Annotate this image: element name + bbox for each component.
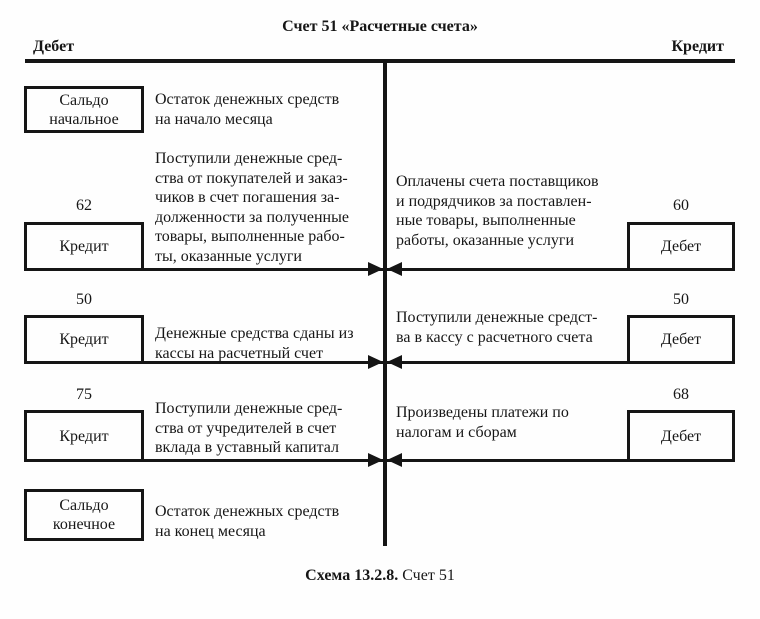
corresponding-account-62-credit-box: Кредит [24,222,144,271]
entry-75-description: Поступили денежные сред- ства от учредит… [155,400,343,456]
account-title: Счет 51 «Расчетные счета» [282,18,478,35]
arrow-left-icon [387,355,402,369]
credit-side-header: Кредит [671,38,724,55]
figure-caption: Схема 13.2.8. Счет 51 [0,567,760,585]
entry-50-right-description: Поступили денежные средст- ва в кассу с … [396,309,598,346]
arrow-shaft [140,268,383,271]
closing-balance-box: Сальдо конечное [24,489,144,541]
entry-62-description: Поступили денежные сред- ства от покупат… [155,150,349,265]
account-number-60: 60 [673,197,689,214]
opening-balance-box: Сальдо начальное [24,86,144,133]
arrow-shaft [387,459,627,462]
arrow-left-icon [387,453,402,467]
arrow-shaft [140,361,383,364]
arrow-right-icon [368,355,383,369]
closing-balance-description: Остаток денежных средств на конец месяца [155,503,340,540]
opening-balance-description: Остаток денежных средств на начало месяц… [155,91,340,128]
account-number-75: 75 [76,386,92,403]
arrow-shaft [387,268,627,271]
account-number-68: 68 [673,386,689,403]
entry-50-left-description: Денежные средства сданы из кассы на расч… [155,325,354,362]
figure-caption-number: Схема 13.2.8. [305,567,399,584]
arrow-right-icon [368,262,383,276]
t-account-top-line [25,59,735,63]
t-account-center-line [383,59,387,546]
account-number-50-right: 50 [673,291,689,308]
corresponding-account-60-debit-box: Дебет [627,222,735,271]
entry-60-description: Оплачены счета поставщиков и подрядчиков… [396,173,599,249]
account-number-50-left: 50 [76,291,92,308]
corresponding-account-50-debit-box: Дебет [627,315,735,364]
arrow-shaft [387,361,627,364]
arrow-left-icon [387,262,402,276]
account-number-62: 62 [76,197,92,214]
debit-side-header: Дебет [33,38,75,55]
entry-68-description: Произведены платежи по налогам и сборам [396,404,569,441]
corresponding-account-75-credit-box: Кредит [24,410,144,462]
arrow-shaft [140,459,383,462]
arrow-right-icon [368,453,383,467]
corresponding-account-50-credit-box: Кредит [24,315,144,364]
corresponding-account-68-debit-box: Дебет [627,410,735,462]
figure-caption-text: Счет 51 [398,567,455,584]
